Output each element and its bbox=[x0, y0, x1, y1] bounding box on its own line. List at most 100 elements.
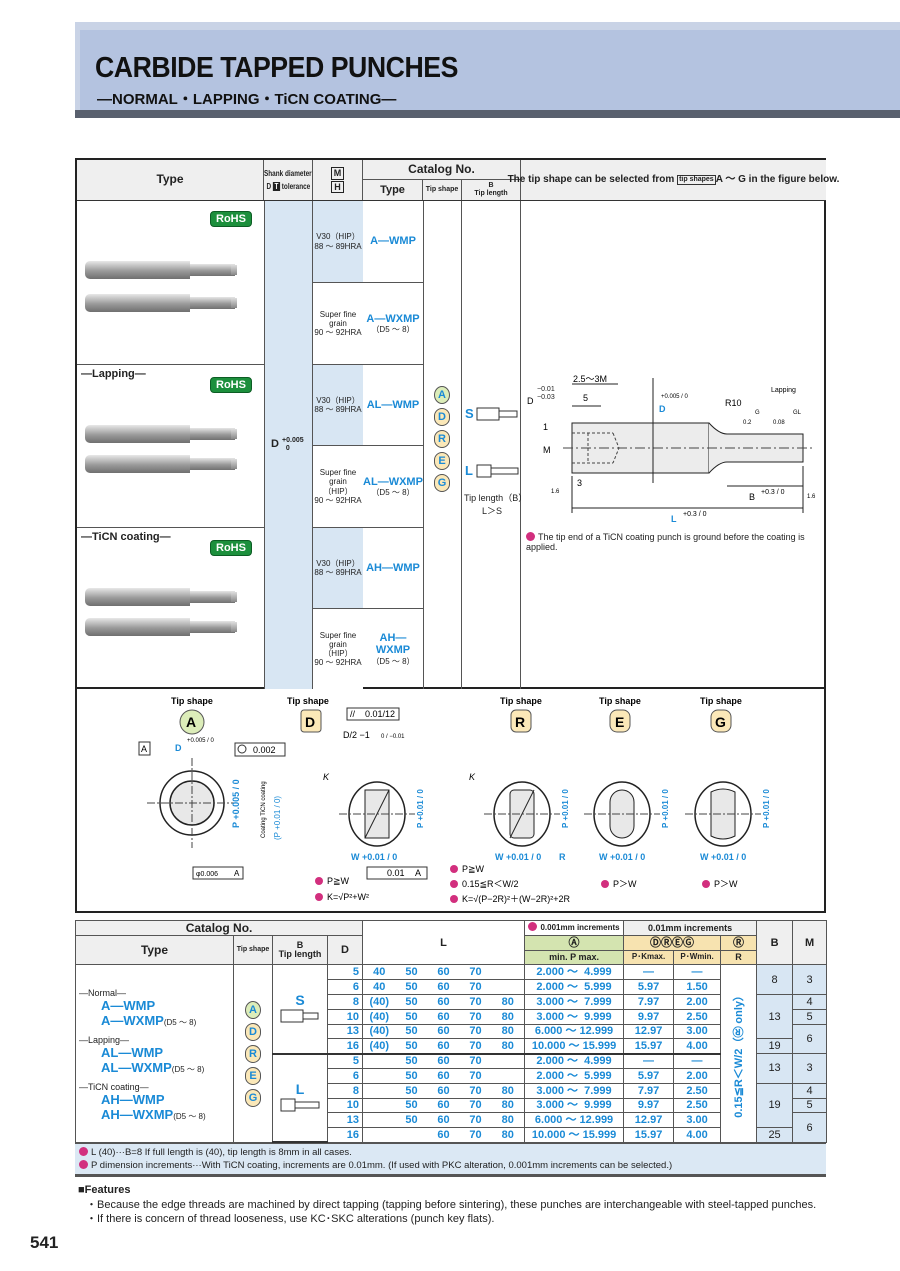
h-dreg: ⒹⓇⒺⒼ bbox=[623, 934, 722, 951]
thread-dim: 2.5～3M bbox=[573, 374, 607, 384]
l-value: 60 bbox=[427, 1082, 460, 1099]
h-r: Ⓡ bbox=[720, 934, 758, 951]
type-group-label: —Normal— bbox=[79, 988, 127, 999]
symmetry-value: 0.01 bbox=[387, 868, 405, 878]
tip-shapes-panel: Tip shape A A D +0.005 / 0 0.002 P +0.00… bbox=[75, 688, 826, 913]
catalog-code[interactable]: AL—WMP bbox=[101, 1045, 164, 1061]
page-subtitle: —NORMAL・LAPPING・TiCN COATING— bbox=[97, 91, 397, 108]
b-label: B bbox=[749, 492, 755, 502]
tip-shape-e: E bbox=[434, 452, 450, 470]
catalog-code[interactable]: AL—WXMP bbox=[101, 1060, 172, 1076]
p-kmax: 9.97 bbox=[623, 1008, 675, 1025]
dim-w: W +0.01 / 0 bbox=[495, 852, 541, 862]
catalog-code-cell: AL—WXMP（D5 ～ 8） bbox=[363, 446, 423, 528]
l-value: 60 bbox=[427, 1008, 460, 1025]
catalog-code[interactable]: AL—WMP bbox=[366, 398, 420, 411]
shank-d: D bbox=[266, 181, 271, 191]
l-value: 60 bbox=[427, 1127, 460, 1143]
datum-a: A bbox=[141, 744, 147, 754]
h-m: M bbox=[792, 919, 828, 966]
b-label: B bbox=[488, 182, 494, 189]
g008-label: 0.08 bbox=[773, 420, 785, 426]
m-value: 6 bbox=[792, 1112, 828, 1143]
note-g-1: P＞W bbox=[714, 879, 738, 889]
l-value bbox=[491, 964, 526, 981]
catalog-code[interactable]: AH—WMP bbox=[101, 1092, 165, 1108]
tip-shape-r: R bbox=[434, 430, 450, 448]
l-value bbox=[362, 1082, 396, 1099]
d-value: 16 bbox=[326, 1038, 364, 1055]
l-value: 40 bbox=[362, 979, 396, 995]
note-r-3: K=√(P−2R)²＋(W−2R)²+2R bbox=[462, 894, 570, 904]
h-inc1: 0.001mm increments bbox=[524, 920, 625, 936]
type-code-row: AL—WMP bbox=[79, 1046, 233, 1061]
r-range-cell: 0.15≦R＜W/2（Ⓡ only） bbox=[720, 964, 758, 1143]
l-value bbox=[395, 1127, 428, 1143]
group-label: —TiCN coating— bbox=[81, 531, 171, 543]
catalog-code-cell: AL—WMP bbox=[363, 365, 423, 446]
catalog-code[interactable]: AH—WXMP bbox=[101, 1107, 174, 1123]
l-value bbox=[491, 1067, 526, 1084]
rohs-badge: RoHS bbox=[210, 377, 252, 393]
catalog-code[interactable]: A—WXMP bbox=[101, 1013, 164, 1029]
l-value: 60 bbox=[427, 1112, 460, 1129]
tip-length-cell: S bbox=[272, 964, 328, 1055]
type-group-label: —Lapping— bbox=[79, 1035, 130, 1046]
m-value: 4 bbox=[792, 1082, 828, 1099]
b-tol: +0.3 / 0 bbox=[761, 489, 785, 496]
h-icon: H bbox=[331, 180, 344, 193]
dim-m: M bbox=[543, 445, 551, 455]
type-code-row: AL—WXMP(D5 ～ 8) bbox=[79, 1061, 233, 1077]
diameter-range: （D5 ～ 8） bbox=[371, 325, 415, 335]
dim-w: W +0.01 / 0 bbox=[700, 852, 746, 862]
l-value: 50 bbox=[395, 1053, 428, 1069]
tip-r-letter: R bbox=[515, 714, 525, 730]
h-tip-length-text: Tip length bbox=[278, 949, 322, 960]
p-kmax: 12.97 bbox=[623, 1112, 675, 1129]
d-value: 6 bbox=[326, 979, 364, 995]
product-table: Type Shank diameter D T tolerance M H Ca… bbox=[75, 158, 839, 689]
catalog-code[interactable]: AH—WMP bbox=[366, 561, 420, 574]
catalog-code[interactable]: AL—WXMP bbox=[363, 475, 423, 488]
p-range: 2.000 ～ 5.999 bbox=[524, 979, 625, 995]
dim-w: W +0.01 / 0 bbox=[351, 852, 397, 862]
tip-shape-d: D bbox=[434, 408, 450, 426]
b-value: 19 bbox=[756, 1038, 794, 1055]
p-kmax: 7.97 bbox=[623, 993, 675, 1010]
g-label: G bbox=[755, 410, 760, 416]
catalog-code[interactable]: A—WXMP bbox=[366, 312, 420, 325]
l-value: 50 bbox=[395, 1008, 428, 1025]
note-box: tip shapes bbox=[677, 174, 716, 186]
d-value: 5 bbox=[326, 1053, 364, 1069]
note-d-1: P≧W bbox=[327, 876, 350, 886]
t-icon: T bbox=[272, 181, 280, 191]
catalog-code[interactable]: AH—WXMP bbox=[375, 631, 411, 657]
coating-note: The tip end of a TiCN coating punch is g… bbox=[526, 532, 824, 552]
conc-ref: A bbox=[234, 869, 240, 878]
p-wmin: 2.50 bbox=[673, 1082, 722, 1099]
dim-1: 1 bbox=[543, 422, 548, 432]
l-value: 70 bbox=[459, 1023, 492, 1040]
m-value: 5 bbox=[792, 1097, 828, 1114]
dim-3: 3 bbox=[577, 478, 582, 488]
note-1-text: L (40)···B=8 If full length is (40), tip… bbox=[91, 1147, 352, 1159]
catalog-code[interactable]: A—WMP bbox=[370, 235, 416, 248]
dim-k: K bbox=[323, 772, 330, 782]
long-tip-icon bbox=[476, 464, 519, 478]
note-icon bbox=[79, 1160, 88, 1170]
p-range: 10.000 ～ 15.999 bbox=[524, 1127, 625, 1143]
b-value: 19 bbox=[756, 1082, 794, 1129]
l-value: 50 bbox=[395, 1038, 428, 1055]
dim-k: K bbox=[469, 772, 476, 782]
catalog-code[interactable]: A—WMP bbox=[101, 998, 156, 1014]
group-label: —Lapping— bbox=[81, 368, 146, 380]
tip-d-letter: D bbox=[305, 714, 315, 730]
l-value: 50 bbox=[395, 1082, 428, 1099]
p-kmax: — bbox=[623, 1053, 675, 1069]
l-value: 60 bbox=[427, 964, 460, 981]
note-e-1: P＞W bbox=[613, 879, 637, 889]
dim-p: P +0.01 / 0 bbox=[762, 789, 771, 828]
l-value: 60 bbox=[427, 1053, 460, 1069]
